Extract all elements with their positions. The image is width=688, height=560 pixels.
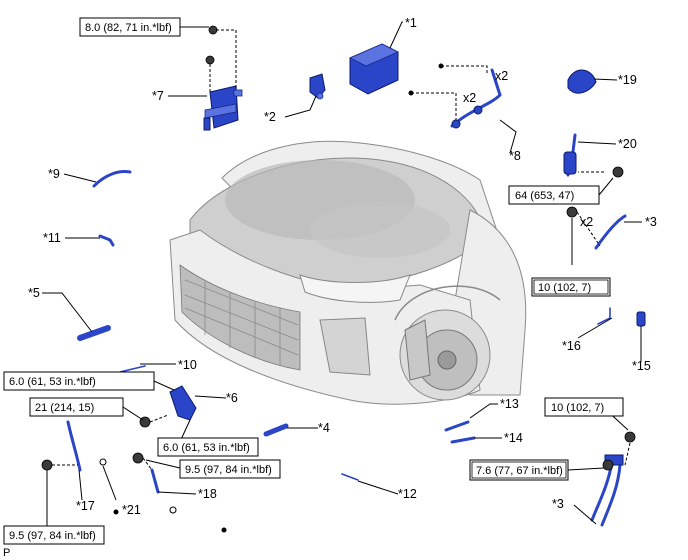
bolt-3-upper-icon: [566, 206, 578, 218]
quantity-label: x2: [495, 69, 508, 83]
part-20-icon: [563, 133, 577, 177]
part-7-icon: [203, 85, 243, 131]
torque-value: 7.6 (77, 67 in.*lbf): [476, 465, 563, 477]
torque-box-17: 9.5 (97, 84 in.*lbf): [3, 525, 105, 545]
torque-box-3b: 10 (102, 7): [544, 397, 624, 417]
part-label: *3: [552, 497, 564, 511]
torque-value: 10 (102, 7): [538, 282, 591, 294]
torque-value: 9.5 (97, 84 in.*lbf): [9, 530, 96, 542]
torque-value: 8.0 (82, 71 in.*lbf): [85, 22, 172, 34]
part-10-icon: [119, 365, 146, 373]
part-13-icon: [444, 420, 470, 432]
dot-marker: [221, 527, 227, 533]
bolt-18-icon: [132, 452, 144, 464]
part-2-icon: [309, 73, 326, 100]
torque-box-3-upper: 10 (102, 7): [531, 277, 611, 297]
part-label: *2: [264, 110, 276, 124]
part-label: *15: [632, 359, 651, 373]
nut-3b-icon: [624, 431, 636, 443]
part-label: *7: [152, 89, 164, 103]
part-label: *8: [509, 149, 521, 163]
dot-marker: [113, 509, 119, 515]
part-14-icon: [450, 436, 476, 444]
part-19-icon: [567, 69, 597, 94]
clip-18-icon: [169, 506, 177, 514]
torque-box-6b: 21 (214, 15): [29, 397, 124, 417]
torque-box-20: 64 (653, 47): [508, 185, 600, 205]
bolt-20-icon: [612, 166, 624, 178]
part-11-icon: [98, 234, 115, 247]
part-label: *18: [198, 487, 217, 501]
part-5-icon: [77, 325, 111, 341]
torque-box-7: 8.0 (82, 71 in.*lbf): [79, 17, 181, 37]
torque-value: 64 (653, 47): [515, 190, 574, 202]
part-9-icon: [92, 170, 132, 188]
torque-value: 6.0 (61, 53 in.*lbf): [163, 442, 250, 454]
part-15-icon: [636, 311, 646, 327]
part-label: *10: [178, 358, 197, 372]
dashed-lines: [52, 29, 631, 471]
part-label: *9: [48, 167, 60, 181]
part-18-icon: [150, 468, 160, 494]
corner-code: P: [3, 547, 10, 559]
bolt-7-top-icon: [208, 25, 218, 35]
part-label: *20: [618, 137, 637, 151]
part-label: *21: [122, 503, 141, 517]
part-label: *3: [645, 215, 657, 229]
clip-21-icon: [99, 458, 107, 466]
part-6-icon: [169, 385, 197, 421]
torque-value: 6.0 (61, 53 in.*lbf): [9, 376, 96, 388]
part-label: *16: [562, 339, 581, 353]
nut-3c-icon: [602, 459, 614, 471]
torque-box-18: 9.5 (97, 84 in.*lbf): [179, 459, 281, 479]
part-label: *6: [226, 391, 238, 405]
vehicle-illustration: [169, 140, 527, 405]
part-label: *11: [43, 231, 61, 245]
part-12-icon: [341, 473, 359, 481]
quantity-label: x2: [580, 215, 593, 229]
part-label: *1: [405, 16, 417, 30]
torque-box-6a: 6.0 (61, 53 in.*lbf): [3, 371, 155, 391]
part-label: *17: [76, 499, 95, 513]
part-16-icon: [597, 307, 611, 325]
torque-value: 21 (214, 15): [35, 402, 94, 414]
part-3-upper-icon: [594, 214, 627, 250]
part-17-icon: [66, 420, 82, 472]
part-label: *13: [500, 397, 519, 411]
part-label: *4: [318, 421, 330, 435]
torque-box-6c: 6.0 (61, 53 in.*lbf): [157, 437, 259, 457]
bolt-17-icon: [41, 459, 53, 471]
torque-box-3c: 7.6 (77, 67 in.*lbf): [469, 459, 569, 481]
bolt-7-mid-icon: [205, 55, 215, 65]
part-label: *14: [504, 431, 523, 445]
part-1-icon: [349, 43, 399, 95]
part-4-icon: [263, 423, 289, 437]
part-label: *19: [618, 73, 637, 87]
quantity-label: x2: [463, 91, 476, 105]
torque-value: 9.5 (97, 84 in.*lbf): [185, 464, 272, 476]
torque-value: 10 (102, 7): [551, 402, 604, 414]
part-label: *5: [28, 286, 40, 300]
part-label: *12: [398, 487, 417, 501]
